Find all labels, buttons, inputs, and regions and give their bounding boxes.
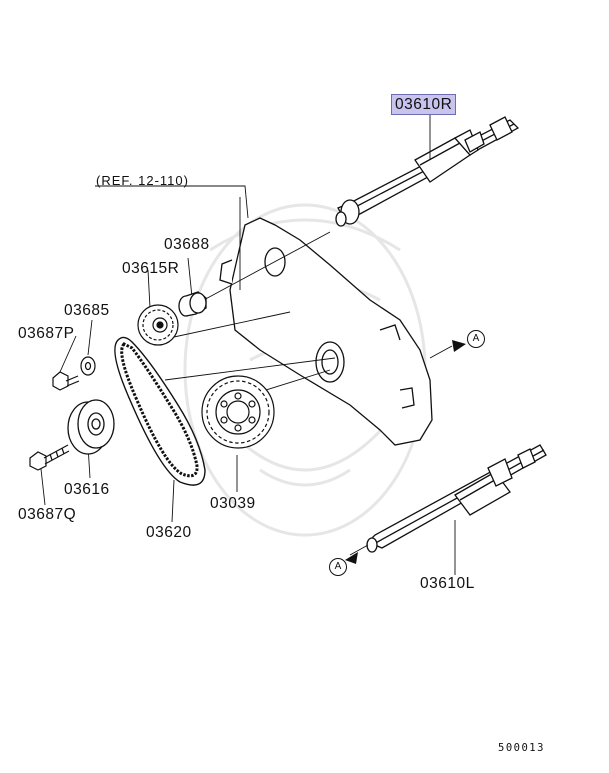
washer[interactable]	[80, 356, 96, 376]
label-balancer-shaft-right[interactable]: 03610R	[391, 94, 457, 115]
balancer-shaft-left[interactable]	[366, 444, 547, 553]
direction-arrows	[345, 340, 466, 564]
label-bolt-upper[interactable]: 03687P	[18, 325, 75, 342]
label-balancer-shaft-left[interactable]: 03610L	[420, 575, 475, 592]
marker-a-left: A	[329, 558, 347, 576]
balancer-sprocket[interactable]	[137, 304, 179, 346]
spacer-collar[interactable]	[178, 291, 207, 317]
label-crank-sprocket[interactable]: 03039	[210, 495, 256, 512]
crank-sprocket[interactable]	[201, 375, 275, 449]
timing-belt[interactable]	[114, 336, 206, 486]
label-sprocket[interactable]: 03615R	[122, 260, 180, 277]
bolt-upper[interactable]	[52, 371, 80, 391]
marker-a-right: A	[467, 330, 485, 348]
bolt-lower[interactable]	[29, 444, 70, 471]
label-tensioner[interactable]: 03616	[64, 481, 110, 498]
diagram-code: 500013	[498, 742, 545, 754]
label-washer[interactable]: 03685	[64, 302, 110, 319]
tensioner-pulley[interactable]	[67, 399, 115, 455]
label-bolt-lower[interactable]: 03687Q	[18, 506, 77, 523]
reference-note: (REF. 12-110)	[96, 173, 189, 188]
leader-lines	[39, 115, 456, 575]
label-spacer[interactable]: 03688	[164, 236, 210, 253]
label-belt[interactable]: 03620	[146, 524, 192, 541]
balancer-shaft-right[interactable]	[335, 116, 520, 227]
front-case[interactable]	[219, 217, 433, 446]
